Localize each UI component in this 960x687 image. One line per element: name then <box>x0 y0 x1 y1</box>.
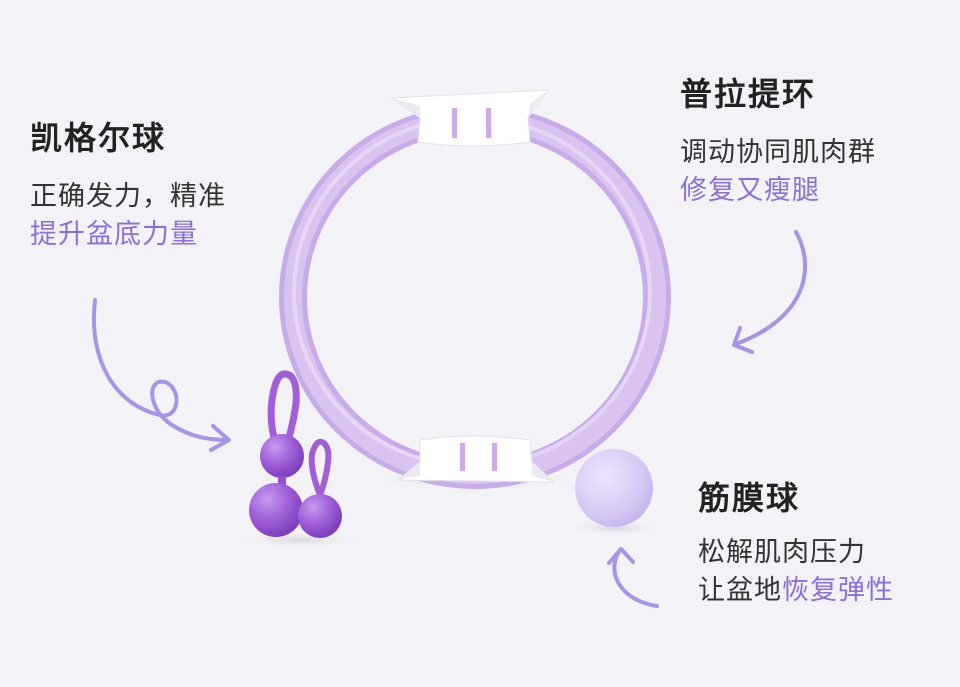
pilates-ring-line-2: 修复又瘦腿 <box>680 175 820 206</box>
fascia-ball-line-2: 让盆地恢复弹性 <box>698 572 894 610</box>
kegel-balls-image <box>235 370 365 548</box>
kegel-line-1: 正确发力，精准 <box>30 181 226 212</box>
pilates-ring-image <box>279 89 671 490</box>
fascia-ball-line-2-highlight: 恢复弹性 <box>782 575 894 606</box>
pilates-ring-line-1: 调动协同肌肉群 <box>680 137 876 168</box>
fascia-ball-image <box>566 449 662 535</box>
curved-arrow-icon <box>91 298 231 452</box>
kegel-section: 凯格尔球 正确发力，精准 提升盆底力量 <box>30 118 226 254</box>
kegel-line-2: 提升盆底力量 <box>30 219 198 250</box>
pilates-ring-title: 普拉提环 <box>680 75 817 113</box>
fascia-ball-line-1: 松解肌肉压力 <box>698 537 866 568</box>
pilates-ring-section: 普拉提环 调动协同肌肉群 修复又瘦腿 <box>680 74 876 210</box>
fascia-ball-line-2-plain: 让盆地 <box>698 575 782 606</box>
curved-arrow-icon <box>607 547 659 608</box>
fascia-ball-title: 筋膜球 <box>698 479 801 517</box>
curved-arrow-icon <box>732 230 808 354</box>
kegel-title: 凯格尔球 <box>30 119 167 157</box>
fascia-ball-section: 筋膜球 松解肌肉压力 让盆地恢复弹性 <box>698 478 894 610</box>
